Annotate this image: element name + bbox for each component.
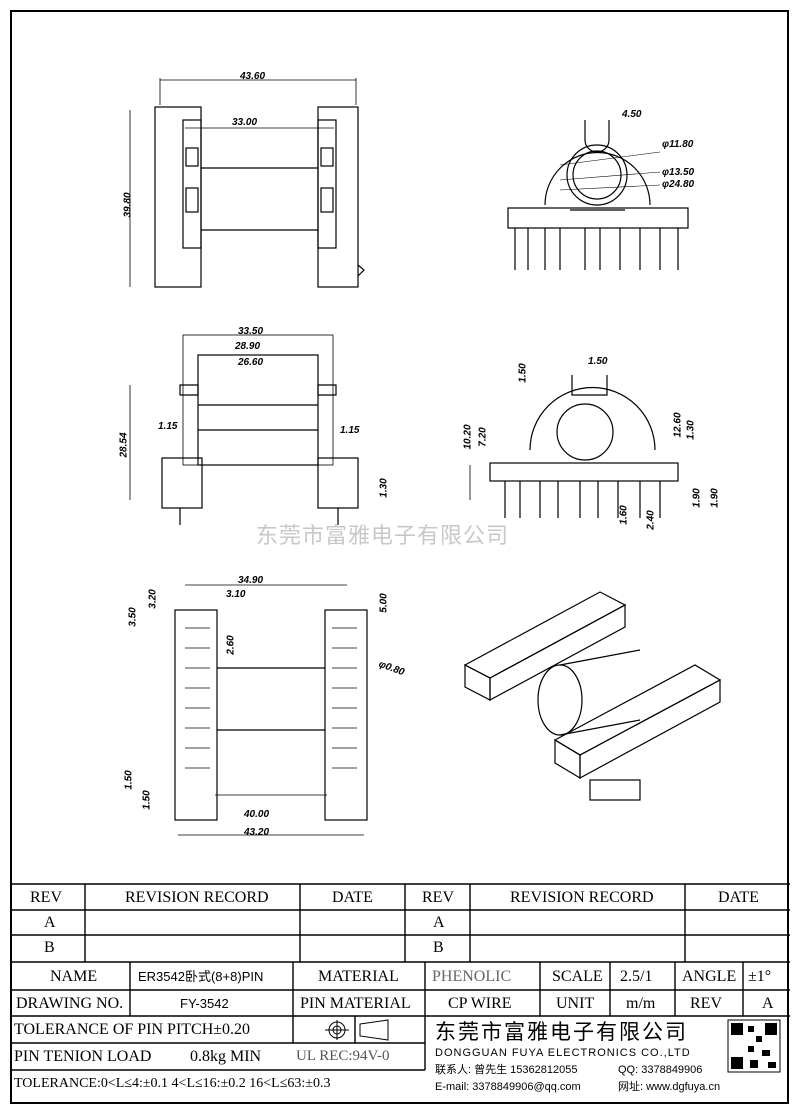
dim-label: 1.30 <box>378 478 390 498</box>
dim-label: φ24.80 <box>662 179 695 190</box>
projection-symbol <box>325 1019 389 1041</box>
dim-label: 40.00 <box>244 809 270 820</box>
dim-label: 1.90 <box>709 488 721 508</box>
angle-value: ±1° <box>748 968 772 985</box>
pin-material-label: PIN MATERIAL <box>300 995 411 1012</box>
view-top <box>174 584 368 836</box>
record-header-1: REVISION RECORD <box>125 889 269 906</box>
view-end <box>507 120 689 270</box>
rev-label: REV <box>690 995 722 1012</box>
rev-row-a: A <box>44 914 56 931</box>
dim-label: 1.50 <box>141 790 153 810</box>
dim-label: 1.50 <box>517 363 529 383</box>
qr-code <box>727 1019 781 1073</box>
dim-label: 12.60 <box>672 412 684 438</box>
dim-label: 3.50 <box>127 607 139 627</box>
dim-label: 28.90 <box>235 341 261 352</box>
dim-label: 43.20 <box>244 827 270 838</box>
pin-load-value: 0.8kg MIN <box>190 1048 262 1065</box>
company-contact: 联系人: 曾先生 15362812055 <box>435 1064 578 1076</box>
dim-label: 2.60 <box>225 635 237 655</box>
name-label: NAME <box>50 968 98 985</box>
company-qq: QQ: 3378849906 <box>618 1064 703 1076</box>
name-value: ER3542卧式(8+8)PIN <box>138 969 264 984</box>
dim-label: φ11.80 <box>662 139 694 150</box>
watermark: 东莞市富雅电子有限公司 <box>256 524 510 549</box>
tolerance-general: TOLERANCE:0<L≤4:±0.1 4<L≤16:±0.2 16<L≤63… <box>14 1076 331 1091</box>
unit-value: m/m <box>626 995 656 1012</box>
material-label: MATERIAL <box>318 968 399 985</box>
rev-row-b: B <box>44 939 55 956</box>
company-web: 网址: www.dgfuya.cn <box>618 1081 721 1093</box>
material-value: PHENOLIC <box>432 968 512 985</box>
pin-material-value: CP WIRE <box>448 995 512 1012</box>
dim-label: 1.50 <box>123 770 135 790</box>
view-end-2 <box>469 375 679 518</box>
view-front <box>129 78 365 288</box>
dim-label: 5.00 <box>378 593 390 613</box>
view-side <box>129 334 359 525</box>
tolerance-pitch: TOLERANCE OF PIN PITCH±0.20 <box>14 1021 251 1038</box>
dim-label: 34.90 <box>238 575 264 586</box>
record-header-2: REVISION RECORD <box>510 889 654 906</box>
rev-row-a-2: A <box>433 914 445 931</box>
unit-label: UNIT <box>556 995 595 1012</box>
dim-label: 2.40 <box>645 510 657 530</box>
dim-label: 3.10 <box>226 589 246 600</box>
pin-load-label: PIN TENION LOAD <box>14 1048 152 1065</box>
dim-label: 33.50 <box>238 326 264 337</box>
dim-label: 1.90 <box>691 488 703 508</box>
title-block-lines <box>10 883 790 1071</box>
dim-label: 33.00 <box>232 117 258 128</box>
company-name-en: DONGGUAN FUYA ELECTRONICS CO.,LTD <box>435 1047 691 1059</box>
company-name-cn: 东莞市富雅电子有限公司 <box>435 1021 688 1044</box>
dim-label: 26.60 <box>238 357 264 368</box>
scale-label: SCALE <box>552 968 603 985</box>
drawing-frame <box>10 10 789 1104</box>
ul-rating: UL REC:94V-0 <box>296 1048 390 1064</box>
dim-label: 28.54 <box>118 432 130 458</box>
scale-value: 2.5/1 <box>620 968 653 985</box>
rev-value: A <box>762 995 774 1012</box>
dim-label: 10.20 <box>462 424 474 450</box>
rev-row-b-2: B <box>433 939 444 956</box>
dim-label: 1.15 <box>340 425 360 436</box>
dim-label: 3.20 <box>147 589 159 609</box>
drawing-no-value: FY-3542 <box>180 996 229 1011</box>
dim-label: 43.60 <box>240 71 266 82</box>
dim-label: φ13.50 <box>662 167 695 178</box>
company-email: E-mail: 3378849906@qq.com <box>435 1081 581 1093</box>
view-isometric <box>463 591 722 801</box>
dim-label: 39.80 <box>122 192 134 218</box>
drawing-no-label: DRAWING NO. <box>16 995 124 1012</box>
dim-label: 1.30 <box>685 420 697 440</box>
date-header-2: DATE <box>718 889 759 906</box>
rev-header-2: REV <box>422 889 454 906</box>
angle-label: ANGLE <box>682 968 737 985</box>
dim-label: 1.50 <box>588 356 608 367</box>
rev-header-1: REV <box>30 889 62 906</box>
dim-label: 7.20 <box>477 427 489 447</box>
dim-label: 1.15 <box>158 421 178 432</box>
date-header-1: DATE <box>332 889 373 906</box>
dim-label: 4.50 <box>622 109 642 120</box>
dim-label: 1.60 <box>618 505 630 525</box>
